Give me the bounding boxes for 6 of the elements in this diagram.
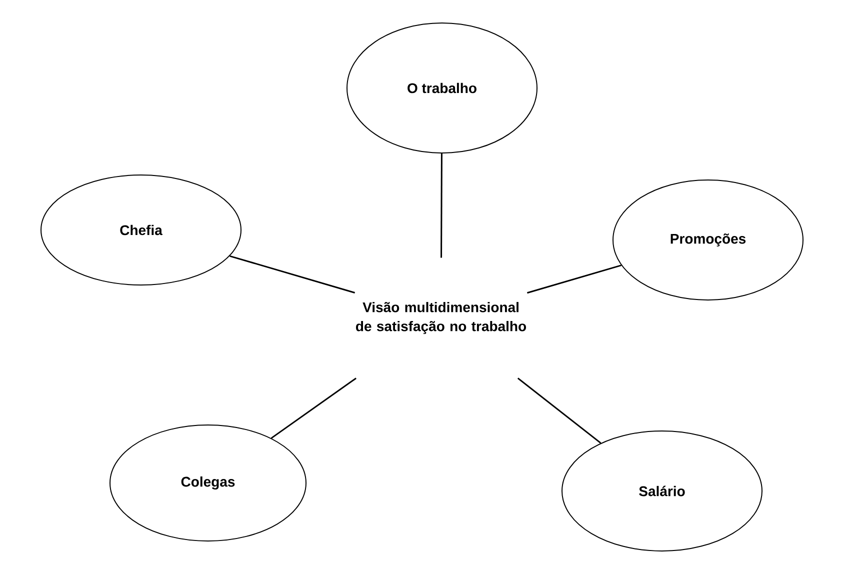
connector-line [517,378,602,444]
connector-line [230,255,356,294]
connector-line [270,378,356,439]
center-text: Visão multidimensional de satisfação no trabalho [356,302,526,334]
connector-line [440,154,442,258]
connector-line [527,264,622,294]
